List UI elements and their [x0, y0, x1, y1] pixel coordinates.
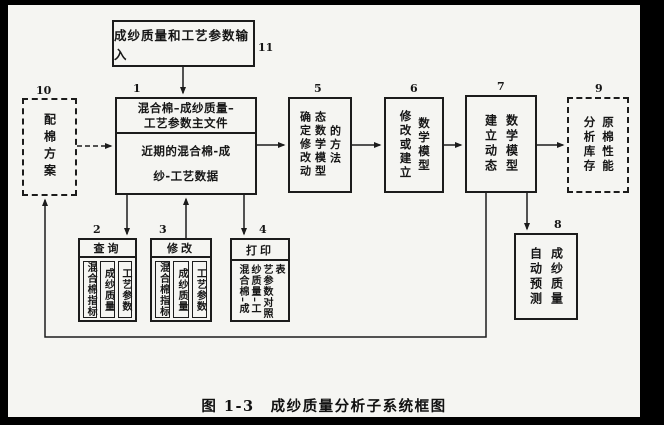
box-plan-label: 配棉方案 — [42, 113, 57, 181]
figure-caption: 图 1-3 成纱质量分析子系统框图 — [201, 398, 447, 415]
box-number-1: 1 — [133, 82, 141, 95]
predict-col-1: 自动预测 — [528, 246, 543, 307]
box-number-3: 3 — [159, 223, 167, 236]
method-col-1: 确定修改动 — [298, 111, 312, 179]
build-col-2: 数学模型 — [417, 117, 431, 173]
query-cell-1-label: 混合棉指标 — [85, 262, 97, 317]
analyze-col-2: 原棉性能 — [601, 116, 615, 174]
modify-cell-2-label: 成纱质量 — [175, 267, 187, 312]
box-number-9: 9 — [595, 82, 603, 95]
box-analyze-raw-cotton-stock: 分析库存 原棉性能 — [567, 97, 629, 193]
query-cell-3-label: 工艺参数 — [119, 267, 131, 312]
modify-cell-process-params: 工艺参数 — [191, 261, 207, 318]
box-number-7: 7 — [497, 80, 505, 93]
box-number-11: 11 — [258, 41, 274, 54]
analyze-col-1: 分析库存 — [582, 116, 597, 174]
modify-cell-1-label: 混合棉指标 — [157, 262, 169, 317]
box-establish-dynamic-model: 建立动态 数学模型 — [465, 95, 537, 193]
box-number-5: 5 — [314, 82, 322, 95]
dynamic-col-1: 建立动态 — [483, 114, 498, 174]
box-number-6: 6 — [410, 82, 418, 95]
modify-cell-blend-index: 混合棉指标 — [155, 261, 171, 318]
master-file-section: 混合棉–成纱质量– 工艺参数主文件 — [117, 99, 255, 134]
method-col-3: 的方法 — [328, 124, 342, 166]
box-input-yarn-quality-parameters: 成纱质量和工艺参数输入 — [112, 20, 255, 67]
print-col-1: 混合棉–成 — [237, 264, 248, 314]
box-input-label: 成纱质量和工艺参数输入 — [114, 27, 250, 62]
predict-col-2: 成纱质量 — [549, 246, 564, 307]
box-number-8: 8 — [554, 218, 562, 231]
master-data-line1: 近期的混合棉-成 — [141, 144, 231, 158]
modify-cell-3-label: 工艺参数 — [194, 267, 206, 312]
box-query: 查询 混合棉指标 成纱质量 工艺参数 — [78, 238, 137, 322]
box-determine-model-modification-method: 确定修改动 态数学模型 的方法 — [288, 97, 352, 193]
modify-title: 修改 — [152, 240, 210, 258]
box-print: 打印 混合棉–成 纱质量–工 艺参数对照 表 — [230, 238, 290, 322]
query-cell-process-params: 工艺参数 — [117, 261, 132, 318]
master-file-line2: 工艺参数主文件 — [144, 115, 228, 130]
master-recent-data-section: 近期的混合棉-成 纱-工艺数据 — [117, 134, 255, 193]
dynamic-col-2: 数学模型 — [504, 114, 519, 174]
box-master-file: 混合棉–成纱质量– 工艺参数主文件 近期的混合棉-成 纱-工艺数据 — [115, 97, 257, 195]
query-cell-yarn-quality: 成纱质量 — [100, 261, 115, 318]
build-col-1: 修改或建立 — [398, 110, 413, 180]
feedback-line-dynamic-to-plan — [42, 193, 487, 338]
box-modify: 修改 混合棉指标 成纱质量 工艺参数 — [150, 238, 212, 322]
print-col-3: 艺参数对照 — [261, 264, 272, 319]
box-auto-predict-yarn-quality: 自动预测 成纱质量 — [514, 233, 578, 320]
box-number-4: 4 — [259, 223, 267, 236]
query-cell-2-label: 成纱质量 — [102, 267, 114, 312]
box-number-2: 2 — [93, 223, 101, 236]
box-cotton-blending-plan: 配棉方案 — [22, 98, 77, 196]
query-title: 查询 — [80, 240, 135, 258]
box-number-10: 10 — [36, 84, 52, 97]
query-cell-blend-index: 混合棉指标 — [83, 261, 98, 318]
method-col-2: 态数学模型 — [313, 111, 327, 179]
modify-cell-yarn-quality: 成纱质量 — [173, 261, 189, 318]
print-title: 打印 — [232, 240, 288, 261]
master-file-line1: 混合棉–成纱质量– — [137, 100, 235, 115]
master-data-line2: 纱-工艺数据 — [153, 169, 219, 183]
paper-background — [8, 5, 640, 417]
box-modify-or-build-model: 修改或建立 数学模型 — [384, 97, 444, 193]
print-col-2: 纱质量–工 — [249, 264, 260, 314]
print-col-4: 表 — [273, 264, 284, 275]
